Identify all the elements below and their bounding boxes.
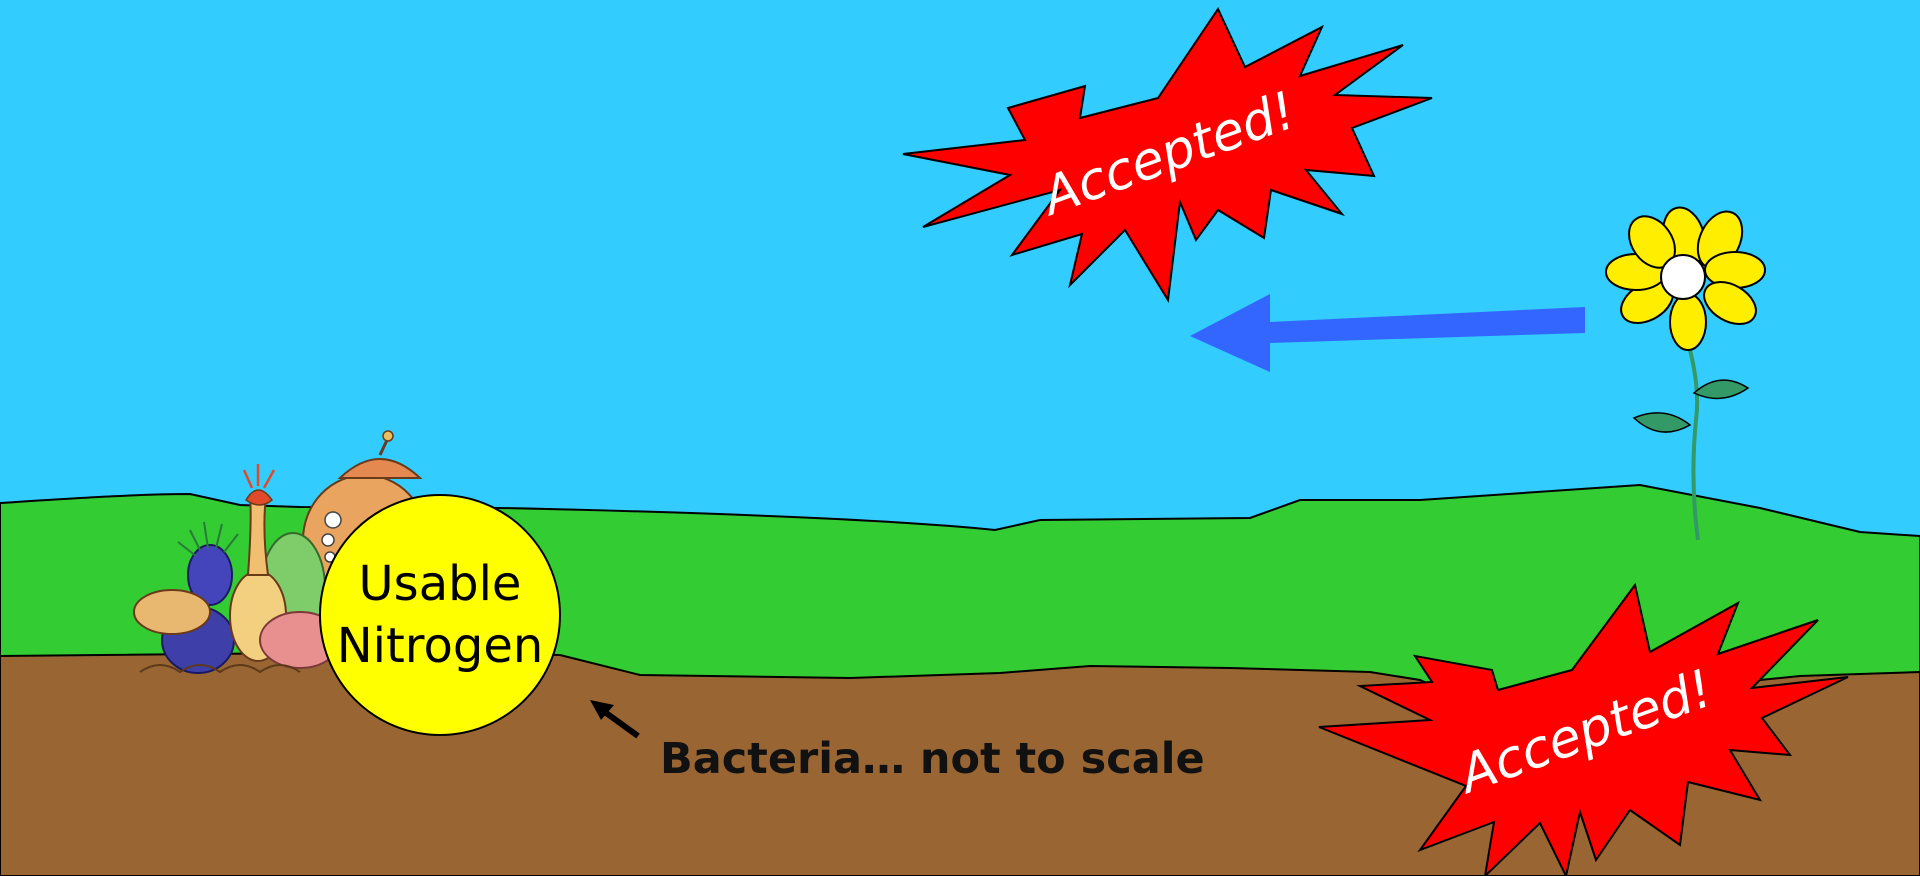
- nitrogen-label-line2: Nitrogen: [337, 618, 544, 674]
- nitrogen-label-line1: Usable: [359, 556, 522, 612]
- usable-nitrogen-circle: Usable Nitrogen: [320, 495, 560, 735]
- bacteria-caption: Bacteria… not to scale: [660, 734, 1205, 784]
